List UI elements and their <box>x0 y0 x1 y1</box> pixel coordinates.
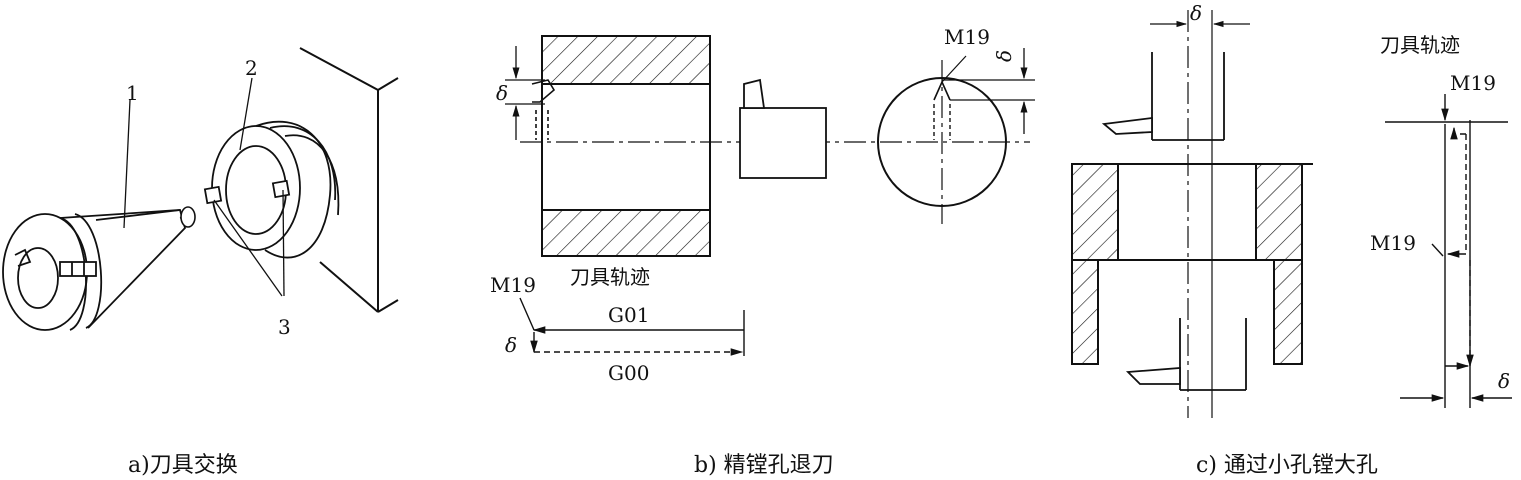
boring-cutter-in-bore <box>531 79 556 140</box>
caption-a: a)刀具交换 <box>128 453 238 478</box>
trajectory-title-c: 刀具轨迹 <box>1380 33 1460 57</box>
boring-bar <box>739 78 827 179</box>
m19-top-label: M19 <box>944 25 990 49</box>
pull-stud <box>179 206 196 228</box>
trajectory-paths-c <box>1385 94 1512 408</box>
m19-top-label-c: M19 <box>1450 71 1496 95</box>
delta-left-label: δ <box>496 81 508 105</box>
boring-bar-upper <box>1101 52 1225 141</box>
trajectory-paths-b <box>519 297 745 356</box>
delta-dimension-right <box>942 48 1035 134</box>
trajectory-m19-b: M19 <box>490 273 536 297</box>
label-part-2: 2 <box>245 56 258 80</box>
caption-b: b) 精镗孔退刀 <box>694 453 834 478</box>
delta-bottom-label-c: δ <box>1498 369 1510 393</box>
delta-top-label-c: δ <box>1190 1 1202 25</box>
workpiece-section <box>541 35 711 257</box>
spindle <box>203 120 340 259</box>
stepped-bore-section <box>1071 163 1313 365</box>
boring-bar-lower <box>1125 318 1247 391</box>
tool-holder <box>2 209 187 331</box>
g01-label: G01 <box>608 303 649 327</box>
panel-b-fine-boring-retract: δ δ M19 刀具轨迹 M19 δ <box>490 25 1035 478</box>
trajectory-title-b: 刀具轨迹 <box>570 265 650 289</box>
delta-dimension-left <box>505 46 545 140</box>
machine-wall <box>299 47 399 313</box>
label-part-1: 1 <box>126 81 139 105</box>
delta-right-label: δ <box>992 50 1016 62</box>
trajectory-delta-b: δ <box>505 333 517 357</box>
label-part-3: 3 <box>278 315 291 339</box>
caption-c: c) 通过小孔镗大孔 <box>1196 453 1378 478</box>
panel-a-leaders <box>123 77 285 297</box>
g00-label: G00 <box>608 361 649 385</box>
panel-a-tool-change: 1 2 3 a)刀具交换 <box>2 47 399 478</box>
bore-end-view <box>877 55 1007 224</box>
m19-mid-label-c: M19 <box>1370 231 1416 255</box>
panel-c-large-bore-through-small: δ 刀具轨迹 M19 M19 δ c) 通过小孔镗大孔 <box>1071 1 1512 478</box>
offset-lines-c <box>1150 10 1250 418</box>
